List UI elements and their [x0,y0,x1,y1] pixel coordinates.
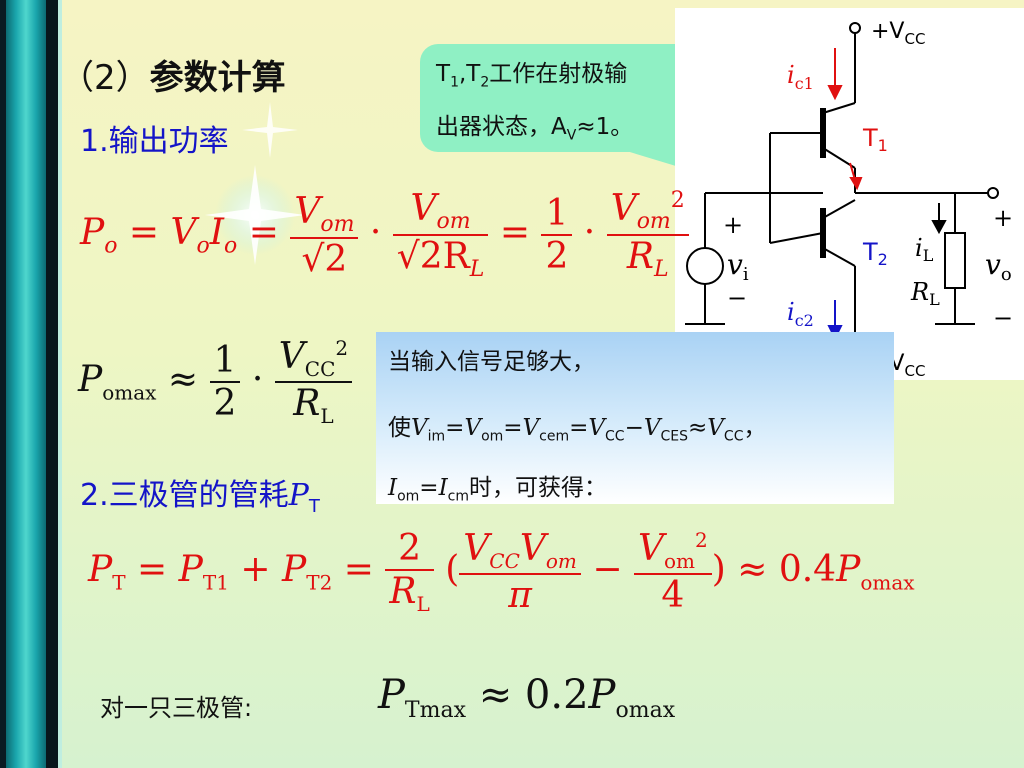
heading-title: 参数计算 [149,58,286,98]
per-transistor-label: 对一只三极管: [100,694,253,722]
section-transistor-dissipation: 2.三极管的管耗PT [80,478,320,517]
t2-label: T2 [862,238,888,269]
section-output-power: 1.输出功率 [80,124,229,159]
il-label: iL [915,234,934,265]
left-edge-dark [0,0,6,768]
ic2-label: ic2 [787,298,814,330]
callout-line-1: T1,T2工作在射极输 [436,61,628,91]
vo-minus: − [993,304,1013,332]
vi-plus: + [723,211,743,239]
vi-label: vi [727,248,749,285]
sparkle-decoration-small [242,102,298,158]
ic1-label: ic1 [787,61,814,93]
rl-label: RL [910,278,940,309]
left-bar-shadow [46,0,58,768]
equation-per-transistor: PTmax ≈ 0.2Pomax [378,672,676,723]
heading-number: （2） [60,58,150,98]
left-decorative-bar [6,0,46,768]
callout-line-2: 出器状态，AV≈1。 [436,113,634,144]
condition-note: 当输入信号足够大， 使Vim=Vom=Vcem=VCC−VCES≈VCC， Io… [376,332,894,505]
vi-minus: − [727,284,747,312]
vcc-positive-label: +VCC [871,19,925,48]
page-heading: （2）参数计算 [60,50,286,99]
left-bar-highlight [58,0,62,768]
note-line-1: 当输入信号足够大， [388,349,595,375]
sparkle-decoration [205,165,305,265]
note-line-3: Iom=Icm时，可获得： [388,475,608,505]
push-pull-circuit-diagram: +VCC −VCC ic1 ic2 T1 T2 iL RL vi vo + − … [675,8,1024,380]
t1-label: T1 [862,124,888,155]
vo-plus: + [993,204,1013,232]
vo-label: vo [985,248,1012,285]
note-line-2: 使Vim=Vom=Vcem=VCC−VCES≈VCC， [388,415,767,445]
